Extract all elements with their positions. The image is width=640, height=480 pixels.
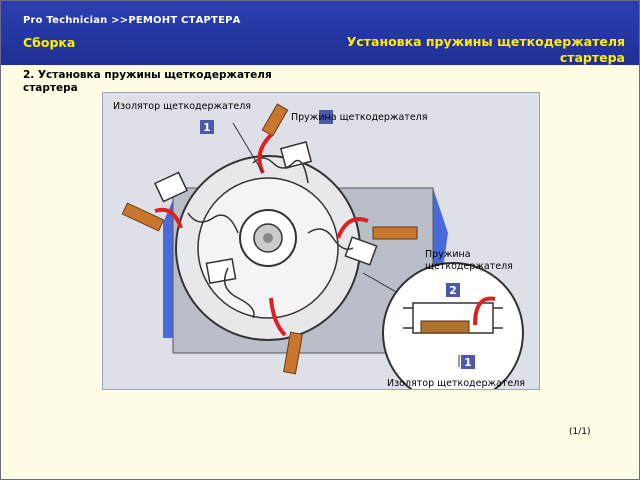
spring-bottom-wire: [223, 267, 255, 319]
badge-1b-bg: [319, 110, 333, 124]
inset-coil-spring: [420, 320, 470, 334]
badge-1-bg: [200, 120, 214, 134]
coil-spring-left: [121, 202, 165, 232]
arrow-bottom: [269, 297, 287, 337]
badge-1: 1: [203, 121, 211, 134]
brush-top: [279, 141, 313, 169]
inset-tabs: [403, 307, 503, 329]
coil-spring-right: [372, 226, 418, 240]
leader-insulator: [232, 122, 264, 174]
slide-header: Pro Technician >>РЕМОНТ СТАРТЕРА Сборка …: [1, 1, 639, 65]
label-spring-right: Пружина щеткодержателя: [425, 249, 513, 272]
shaft-center: [263, 233, 273, 243]
section-title: Сборка: [23, 35, 76, 50]
badge-1-bottom-bg: [461, 355, 475, 369]
label-insulator-top: Изолятор щеткодержателя: [113, 101, 252, 112]
arrow-right: [336, 217, 369, 239]
starter-brush-holder-drawing: 1 2 1: [121, 103, 524, 389]
brush-right: [344, 236, 378, 266]
spring-left-wire: [187, 212, 239, 234]
breadcrumb: Pro Technician >>РЕМОНТ СТАРТЕРА: [23, 15, 241, 26]
spring-top-wire: [252, 157, 309, 184]
illustration: 1 2 1 Изолятор щеткодержателя Пружина ще…: [102, 92, 540, 390]
label-insulator-bottom: Изолятор щеткодержателя: [387, 378, 526, 389]
page-indicator: (1/1): [569, 427, 591, 437]
badge-2-bg: [446, 283, 460, 297]
label-spring-top: Пружина щеткодержателя: [291, 112, 428, 123]
arrow-left: [154, 207, 183, 229]
brush-left: [153, 171, 189, 203]
badge-1-bottom: 1: [464, 356, 472, 369]
arrow-top: [257, 133, 273, 174]
step-title: 2. Установка пружины щеткодержателя стар…: [23, 69, 272, 94]
spring-right-wire: [307, 228, 354, 250]
badge-2: 2: [449, 284, 457, 297]
page-title: Установка пружины щеткодержателя стартер…: [346, 34, 625, 65]
brush-bottom: [205, 258, 237, 284]
coil-spring-bottom: [283, 331, 303, 375]
inset-arrow: [473, 296, 496, 326]
coil-spring-top: [261, 103, 289, 137]
